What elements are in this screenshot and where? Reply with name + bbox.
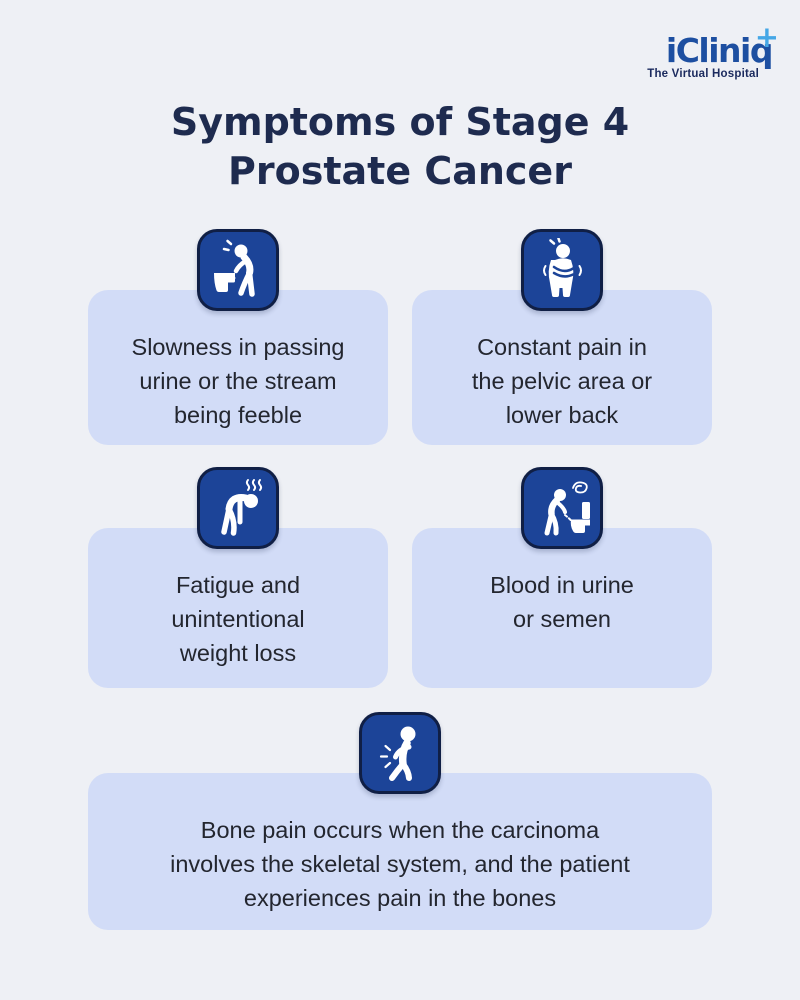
logo-brand: iCliniq+: [665, 23, 779, 70]
symptom-label-bone-pain: Bone pain occurs when the carcinoma invo…: [170, 817, 630, 911]
fatigued-person-icon: [197, 467, 279, 549]
symptom-card-bone-pain: Bone pain occurs when the carcinoma invo…: [88, 712, 712, 930]
symptom-card-urine-slowness: Slowness in passing urine or the stream …: [88, 229, 388, 445]
logo-plus-icon: +: [754, 20, 779, 54]
page-title-line1: Symptoms of Stage 4: [170, 100, 630, 144]
symptom-card-blood-in-urine: Blood in urine or semen: [412, 467, 712, 688]
icliniq-logo: iCliniq+ The Virtual Hospital: [647, 23, 779, 81]
logo-tagline: The Virtual Hospital: [647, 68, 759, 80]
symptom-card-fatigue: Fatigue and unintentional weight loss: [88, 467, 388, 688]
back-pain-icon: [359, 712, 441, 794]
page-title: Symptoms of Stage 4 Prostate Cancer: [0, 98, 800, 196]
pelvic-pain-icon: [521, 229, 603, 311]
symptom-label-pelvic-pain: Constant pain in the pelvic area or lowe…: [471, 334, 653, 428]
urinating-at-toilet-icon: [521, 467, 603, 549]
symptom-card-pelvic-pain: Constant pain in the pelvic area or lowe…: [412, 229, 712, 445]
page-title-line2: Prostate Cancer: [228, 149, 572, 193]
symptom-label-fatigue: Fatigue and unintentional weight loss: [171, 572, 305, 666]
symptom-label-urine-slowness: Slowness in passing urine or the stream …: [131, 334, 345, 428]
logo-brand-text: iCliniq: [665, 31, 774, 70]
straining-at-toilet-icon: [197, 229, 279, 311]
symptom-label-blood-in-urine: Blood in urine or semen: [490, 572, 634, 632]
